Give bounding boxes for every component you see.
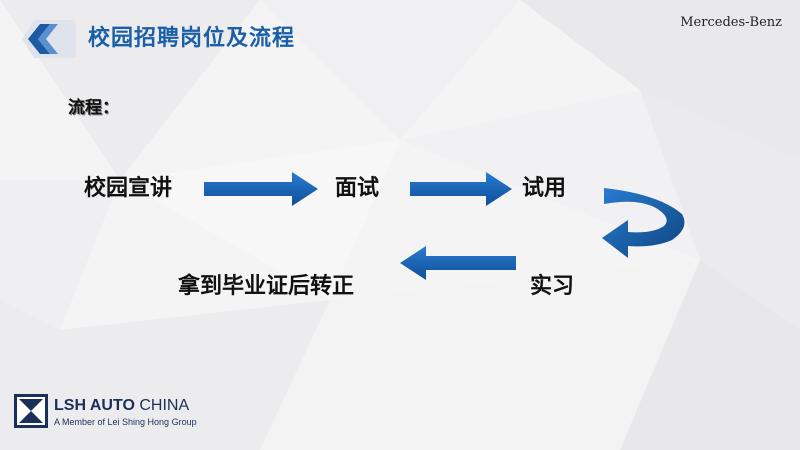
- slide-title: 校园招聘岗位及流程: [88, 26, 296, 51]
- brand-wordmark: Mercedes-Benz: [680, 15, 782, 30]
- step-interview: 面试: [335, 176, 380, 201]
- flow-label: 流程：: [68, 98, 119, 118]
- company-name: LSH AUTO CHINA: [54, 397, 190, 414]
- step-regularization: 拿到毕业证后转正: [178, 274, 355, 299]
- arrow-right-icon: [204, 172, 318, 206]
- step-trial: 试用: [522, 176, 567, 201]
- arrow-left-icon: [400, 246, 516, 280]
- step-campus-talk: 校园宣讲: [84, 176, 173, 201]
- arrow-right-icon: [410, 172, 512, 206]
- lsh-logo-icon: [14, 394, 48, 428]
- company-subtitle: A Member of Lei Shing Hong Group: [54, 417, 197, 427]
- u-turn-arrow-icon: [602, 188, 685, 258]
- title-chevron-icon: [22, 20, 76, 58]
- step-internship: 实习: [530, 274, 575, 299]
